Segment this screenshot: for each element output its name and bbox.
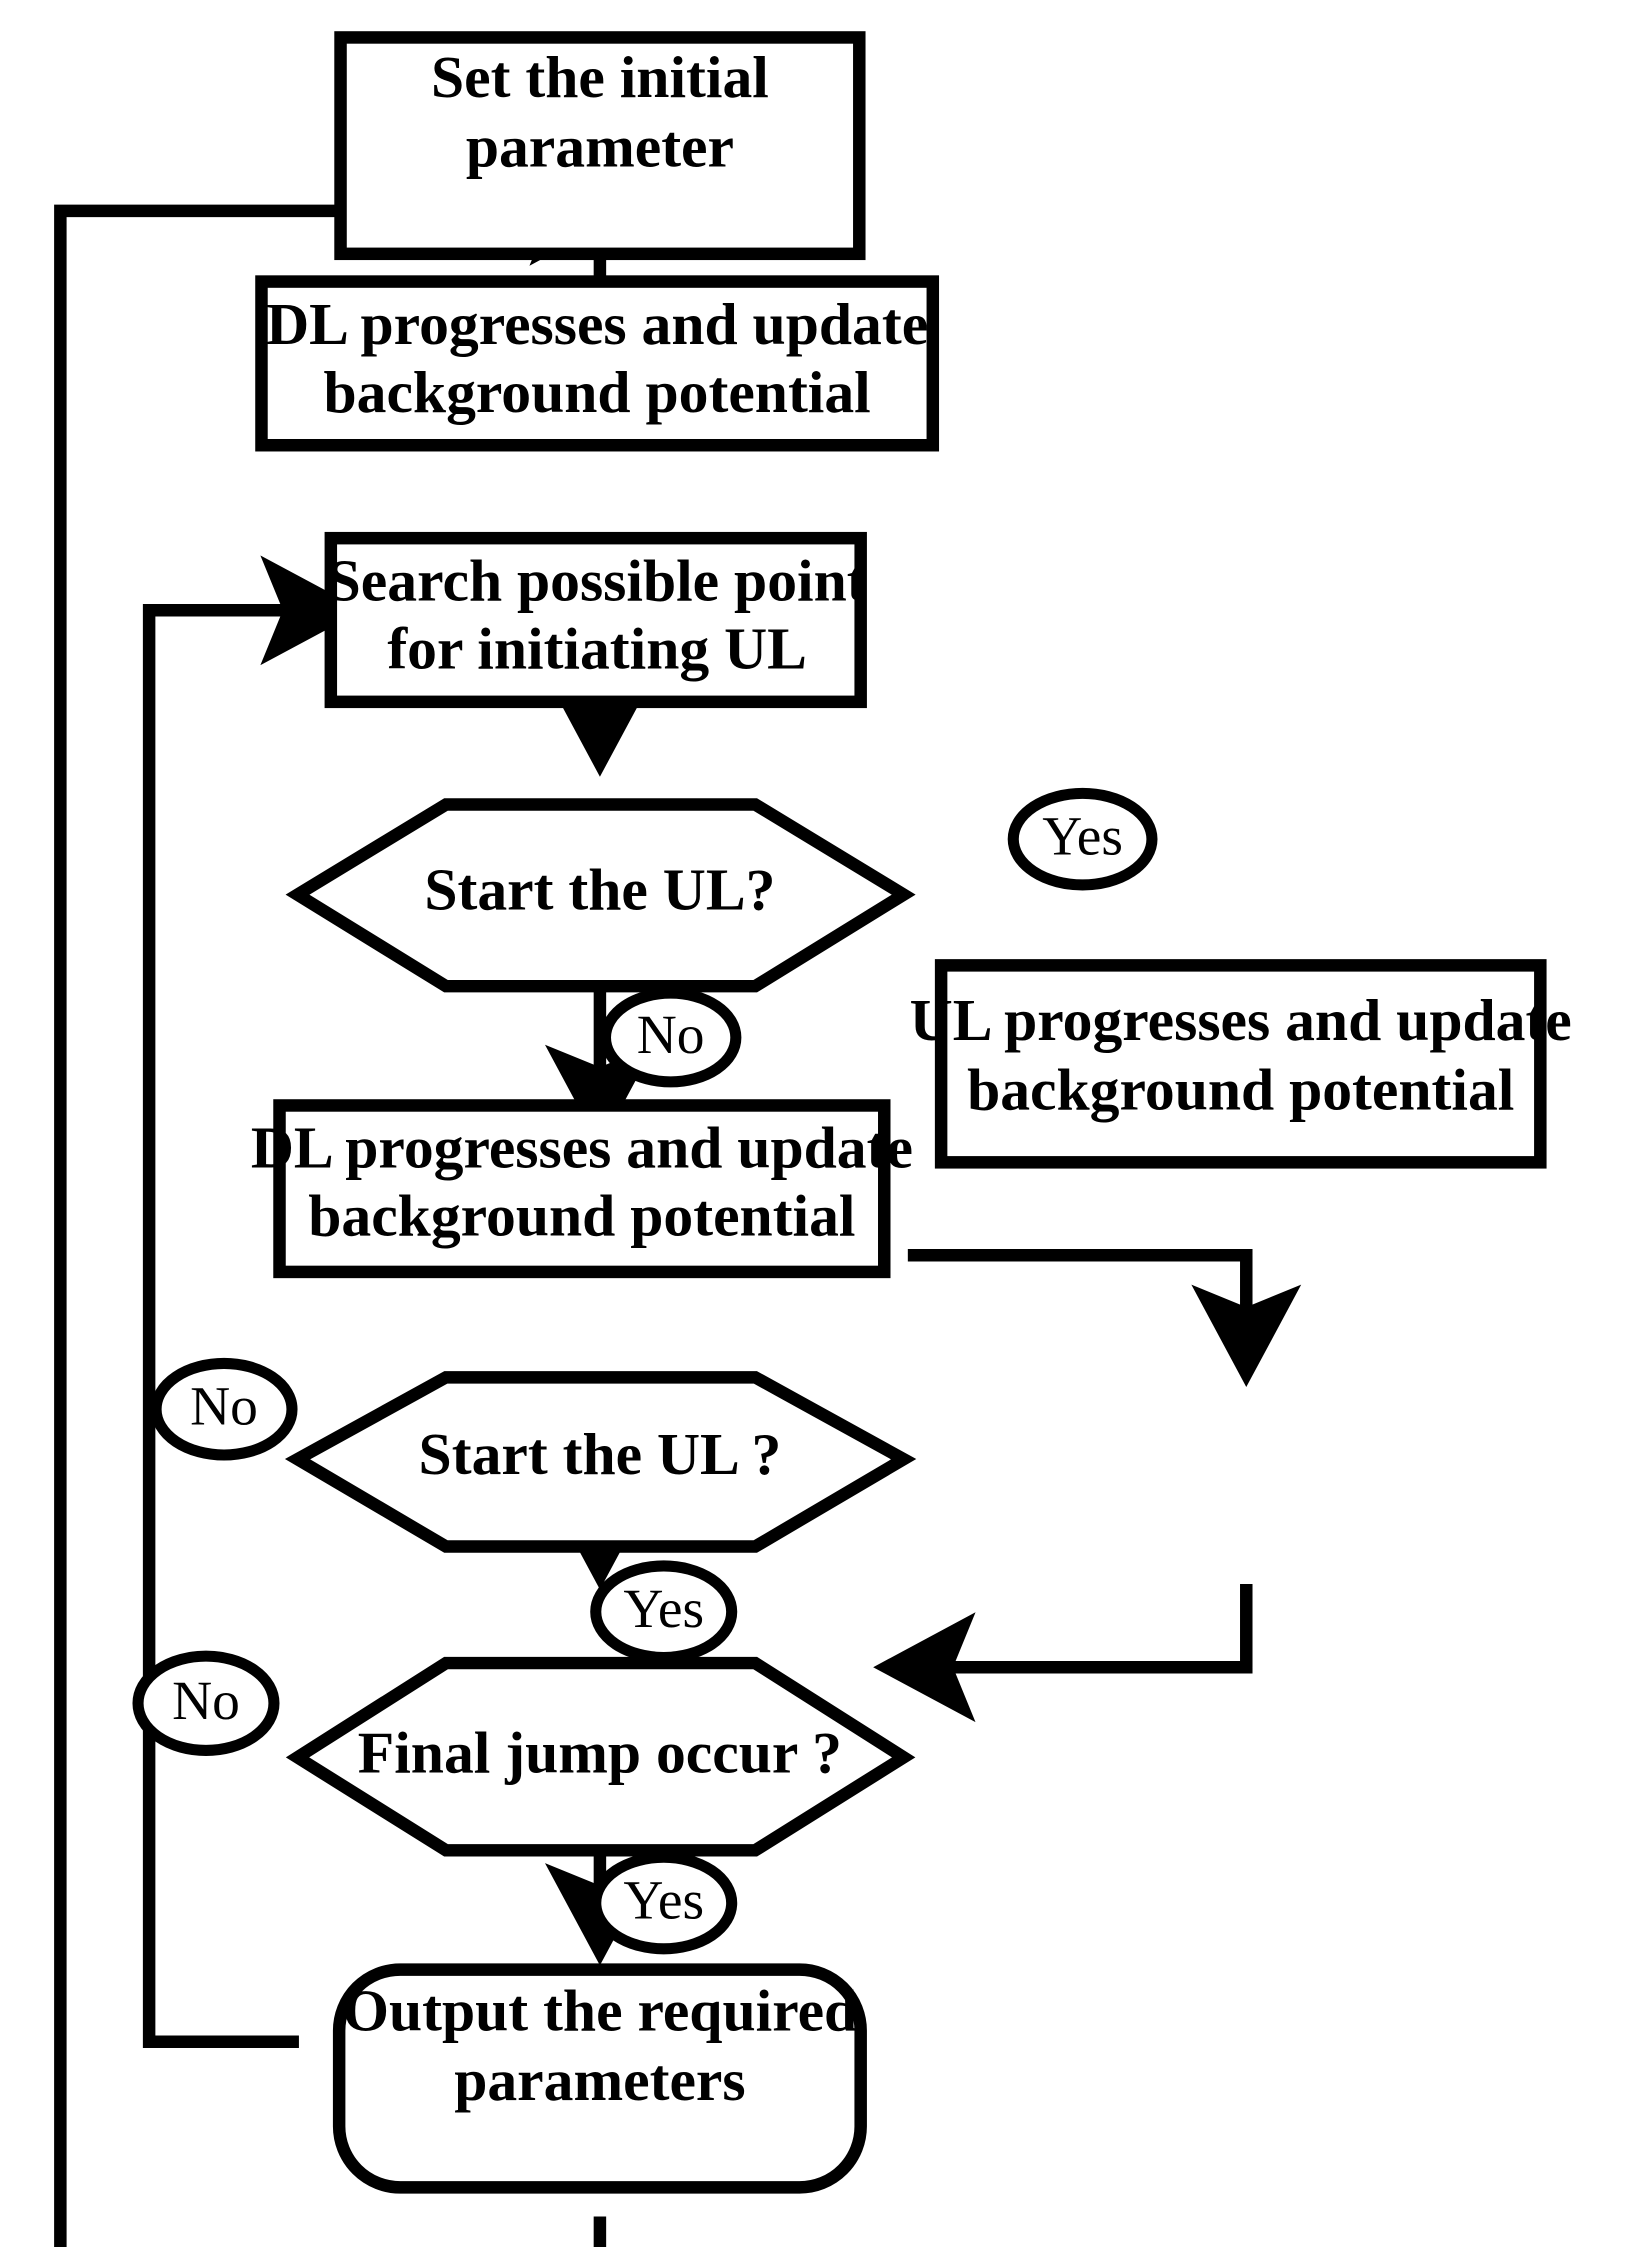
edge-decision1-yes (907, 1249, 1302, 1388)
edge-decision2-no-feedback (142, 555, 363, 2048)
node-ul-progresses-box (934, 959, 1547, 1169)
branch-label-decision3-no: No (132, 1650, 280, 1756)
node-decision-start-ul-1[interactable]: Start the UL? (285, 798, 916, 993)
node-dl-progresses-2[interactable]: DL progresses and update background pote… (251, 1099, 913, 1279)
branch-label-decision3-no-text: No (172, 1671, 240, 1732)
node-decision-final-jump[interactable]: Final jump occur ? (285, 1656, 916, 1857)
node-search-possible-point[interactable]: Search possible point for initiating UL (324, 531, 867, 709)
node-output-parameters-line1: Output the required (343, 1977, 858, 2043)
node-search-possible-point-line1: Search possible point (328, 547, 867, 613)
node-decision-start-ul-1-shape (285, 798, 916, 993)
node-output-parameters[interactable]: Output the required parameters (332, 1963, 867, 2194)
branch-label-decision1-yes: Yes (1007, 787, 1158, 891)
node-dl-progresses-1[interactable]: DL progresses and update background pote… (255, 275, 940, 452)
branch-label-decision3-yes-ellipse (590, 1851, 738, 1955)
node-dl-progresses-1-box (255, 275, 940, 452)
branch-label-decision2-no: No (150, 1357, 298, 1461)
node-dl-progresses-1-line2: background potential (324, 359, 871, 425)
edge-ul-to-dl2 (873, 1583, 1253, 1723)
node-search-possible-point-line2: for initiating UL (387, 615, 807, 681)
node-output-parameters-box (332, 1963, 867, 2194)
node-decision-final-jump-shape (285, 1656, 916, 1857)
branch-label-decision3-yes: Yes (590, 1851, 738, 1955)
node-ul-progresses-line1: UL progresses and update (910, 987, 1572, 1053)
node-set-initial-parameter-line2: parameter (466, 113, 734, 179)
edge-final-no-feedback (54, 155, 632, 2247)
branch-label-decision1-no-ellipse (599, 987, 742, 1088)
node-decision-start-ul-2[interactable]: Start the UL ? (284, 1371, 917, 1553)
node-dl-progresses-1-line1: DL progresses and update (266, 291, 928, 357)
node-search-possible-point-box (324, 531, 867, 709)
branch-label-decision2-yes-ellipse (590, 1560, 738, 1664)
branch-label-decision1-yes-text: Yes (1042, 807, 1123, 868)
node-set-initial-parameter[interactable]: Set the initial parameter (334, 31, 866, 261)
node-dl-progresses-2-line2: background potential (308, 1183, 855, 1249)
branch-label-decision1-no-text: No (637, 1005, 705, 1066)
branch-label-decision1-yes-ellipse (1007, 787, 1158, 891)
node-decision-start-ul-1-label: Start the UL? (424, 857, 775, 923)
node-set-initial-parameter-box (334, 31, 866, 261)
node-dl-progresses-2-line1: DL progresses and update (251, 1115, 913, 1181)
branch-label-decision1-no: No (599, 987, 742, 1088)
branch-label-decision2-yes-text: Yes (623, 1579, 704, 1640)
branch-label-decision2-no-ellipse (150, 1357, 298, 1461)
branch-label-decision3-no-ellipse (132, 1650, 280, 1756)
node-ul-progresses-line2: background potential (967, 1056, 1514, 1122)
node-dl-progresses-2-box (273, 1099, 891, 1279)
node-output-parameters-line2: parameters (454, 2047, 745, 2113)
branch-label-decision2-yes: Yes (590, 1560, 738, 1664)
branch-label-decision2-no-text: No (190, 1377, 258, 1438)
node-decision-final-jump-label: Final jump occur ? (358, 1719, 842, 1785)
node-set-initial-parameter-line1: Set the initial (431, 44, 769, 110)
branch-label-decision3-yes-text: Yes (623, 1871, 704, 1932)
node-ul-progresses[interactable]: UL progresses and update background pote… (910, 959, 1572, 1169)
node-decision-start-ul-2-label: Start the UL ? (419, 1421, 782, 1487)
node-decision-start-ul-2-shape (284, 1371, 917, 1553)
